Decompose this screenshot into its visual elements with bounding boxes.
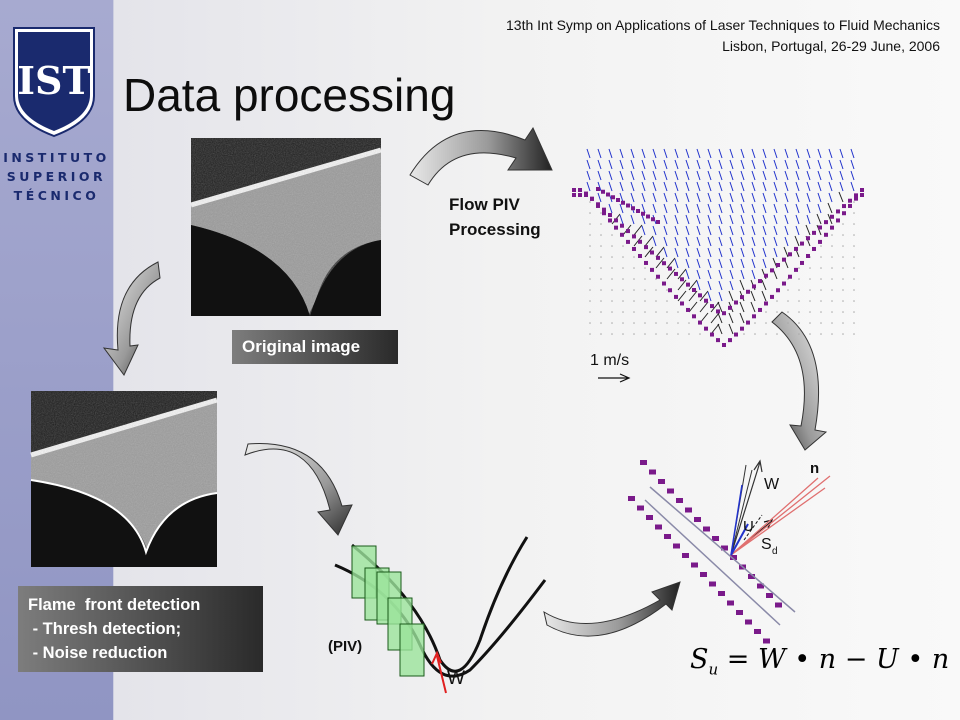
diagram-n: n — [810, 460, 819, 477]
w-label: W — [447, 668, 465, 689]
conference-line1: 13th Int Symp on Applications of Laser T… — [506, 17, 940, 33]
ist-logo-shield: IST — [13, 27, 95, 138]
scale-arrow — [598, 373, 631, 383]
diagram-s-sub: d — [772, 546, 778, 557]
original-image-photo — [190, 138, 382, 316]
curved-arrow-to-piv — [409, 126, 553, 186]
diagram-u: U — [743, 518, 754, 535]
curved-arrow-to-diagram — [543, 581, 681, 637]
curved-arrow-down-right — [771, 311, 828, 451]
scale-label: 1 m/s — [590, 352, 630, 369]
flame-front-photo — [30, 391, 218, 567]
formula-s: S — [690, 644, 709, 675]
logo-line2: SUPERIOR — [6, 169, 107, 184]
slide-title: Data processing — [123, 69, 456, 121]
logo-wordmark: INSTITUTO SUPERIOR TÉCNICO — [0, 148, 113, 205]
diagram-w: W — [764, 476, 780, 493]
diagram-s: S — [761, 536, 772, 553]
curved-arrow-to-window — [244, 443, 353, 536]
piv-vector-field — [572, 148, 864, 347]
curved-arrow-down-left — [102, 261, 161, 376]
flame-front-detection-box: Flame front detection - Thresh detection… — [18, 586, 263, 672]
velocity-vector-diagram: W n U S d — [628, 459, 831, 644]
conference-line2: Lisbon, Portugal, 26-29 June, 2006 — [722, 38, 940, 54]
formula-sub: u — [708, 660, 719, 679]
burning-velocity-formula: Su = W • n − U • n — [690, 644, 949, 678]
flow-piv-label: Flow PIV Processing — [449, 192, 541, 242]
flame-item-noise: - Noise reduction — [28, 644, 168, 662]
logo-line1: INSTITUTO — [3, 150, 110, 165]
original-image-label: Original image — [232, 330, 398, 364]
flow-piv-line2: Processing — [449, 220, 541, 239]
w-vector-arrow — [431, 650, 447, 694]
logo-line3: TÉCNICO — [13, 188, 100, 203]
formula-rest: = W • n − U • n — [718, 644, 950, 675]
piv-window-sketch — [334, 536, 547, 694]
conference-header: 13th Int Symp on Applications of Laser T… — [506, 15, 940, 57]
flow-piv-line1: Flow PIV — [449, 195, 520, 214]
flame-item-thresh: - Thresh detection; — [28, 620, 182, 638]
logo-monogram: IST — [17, 58, 91, 103]
flame-title: Flame front detection — [28, 596, 201, 614]
piv-window — [399, 623, 425, 677]
piv-label: (PIV) — [328, 638, 363, 655]
